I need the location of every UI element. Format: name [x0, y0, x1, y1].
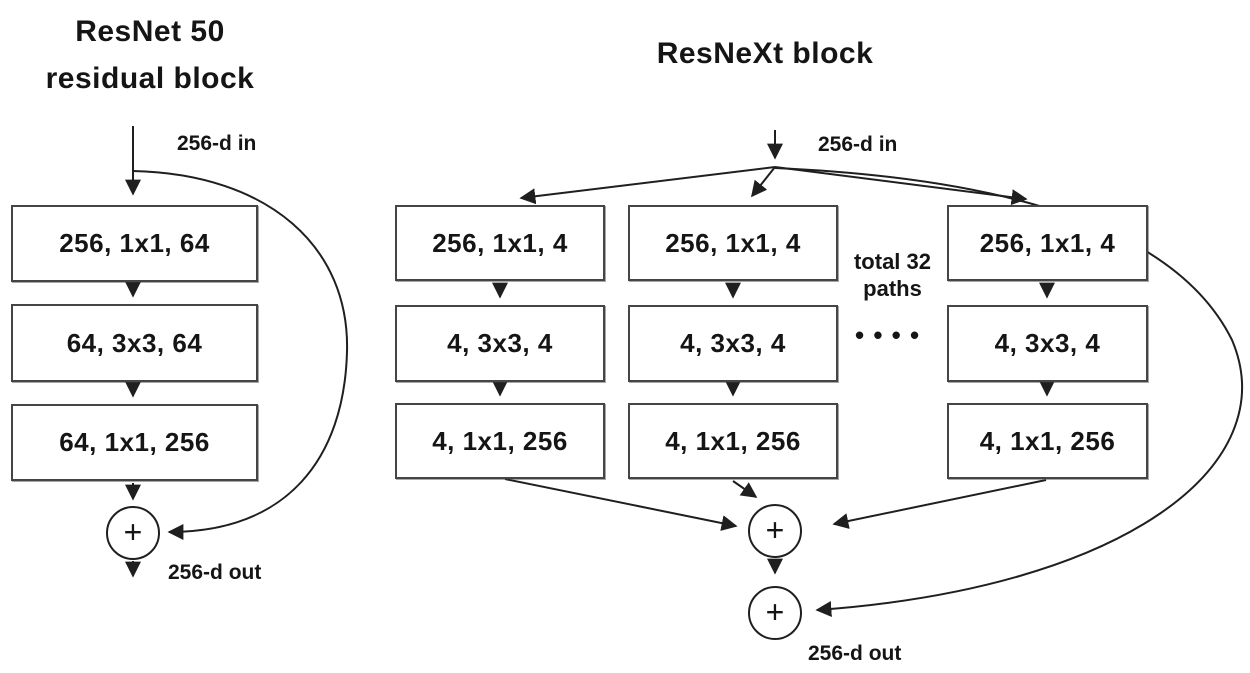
resnext-input-label: 256-d in — [818, 133, 898, 156]
resnext-col2-layer-box-3: 4, 1x1, 256 — [628, 403, 838, 479]
resnet-title-line2: residual block — [45, 62, 255, 95]
resnext-col1-layer-box-3: 4, 1x1, 256 — [395, 403, 605, 479]
resnet-output-label: 256-d out — [168, 561, 262, 584]
resnext-branch-arrow-col2 — [751, 166, 776, 198]
resnext-paths-annotation-line2: paths — [863, 276, 922, 301]
resnext-converge-arrow-col1-sum — [504, 478, 738, 531]
resnext-ellipsis-dots: • • • • — [855, 320, 921, 350]
resnext-skip-connection-arrow — [774, 167, 1243, 617]
resnet-layer-box-1: 256, 1x1, 64 — [11, 205, 258, 282]
resnet-title: ResNet 50 residual block — [0, 8, 300, 102]
resnext-col3-layer-box-1: 256, 1x1, 4 — [947, 205, 1148, 281]
resnext-sum-node-2: + — [748, 586, 802, 640]
resnet-title-line1: ResNet 50 — [75, 15, 225, 48]
resnext-col3-layer-box-2: 4, 3x3, 4 — [947, 305, 1148, 382]
resnext-output-label: 256-d out — [808, 642, 902, 665]
resnet-skip-connection-arrow — [132, 170, 349, 540]
resnext-converge-arrow-col2-sum — [732, 480, 758, 498]
resnext-title: ResNeXt block — [656, 37, 874, 70]
resnext-branch-arrow-col3 — [774, 166, 1028, 206]
resnet-sum-node: + — [106, 506, 160, 560]
resnext-paths-annotation-line1: total 32 — [853, 249, 932, 274]
resnext-col3-layer-box-3: 4, 1x1, 256 — [947, 403, 1148, 479]
resnet-layer-box-2: 64, 3x3, 64 — [11, 304, 258, 382]
resnet-layer-box-3: 64, 1x1, 256 — [11, 404, 258, 481]
resnext-converge-arrow-col3-sum — [832, 479, 1047, 529]
resnext-sum-node-1: + — [748, 504, 802, 558]
resnext-branch-arrow-col1 — [519, 166, 776, 205]
resnet-input-label: 256-d in — [177, 132, 257, 155]
resnext-col2-layer-box-2: 4, 3x3, 4 — [628, 305, 838, 382]
resnext-col2-layer-box-1: 256, 1x1, 4 — [628, 205, 838, 281]
resnext-col1-layer-box-2: 4, 3x3, 4 — [395, 305, 605, 382]
resnext-paths-annotation: total 32 paths — [840, 248, 945, 302]
resnext-col1-layer-box-1: 256, 1x1, 4 — [395, 205, 605, 281]
